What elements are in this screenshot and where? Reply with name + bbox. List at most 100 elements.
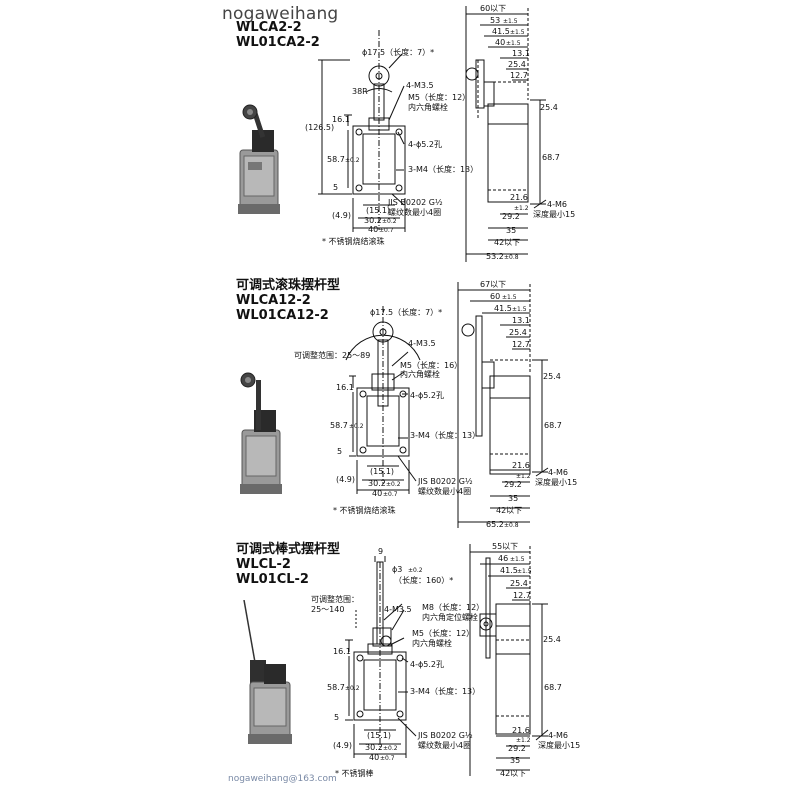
side-dim-j: 29.2 <box>502 212 520 221</box>
m6-label: 4-M6 <box>548 731 568 740</box>
model-line-2: WL01CA12-2 <box>236 308 329 323</box>
side-dim-l: 42以下 <box>496 506 522 515</box>
side-dim-h: 68.7 <box>542 153 560 162</box>
jis-sub-label: 螺纹数最小4圈 <box>418 486 471 496</box>
side-dim-b: 41.5 <box>492 27 510 36</box>
rod-tol: ±0.2 <box>408 567 423 574</box>
m4-label: 3-M4（长度：13） <box>410 686 480 696</box>
side-dim-g: 25.4 <box>543 372 561 381</box>
side-dim-l: 42以下 <box>500 769 526 778</box>
model-line-1: WLCA2-2 <box>236 20 302 35</box>
radius-label: 38R <box>352 87 368 96</box>
dim-16-1: 16.1 <box>333 647 351 656</box>
side-dim-b: 41.5 <box>500 566 518 575</box>
model-line-2: WL01CL-2 <box>236 572 309 587</box>
side-dim-h: 68.7 <box>544 683 562 692</box>
dim-30-2: 30.2 <box>365 743 383 752</box>
dim-58-7: 58.7 <box>327 683 345 692</box>
side-dim-c-tol: ±1.5 <box>506 40 521 47</box>
model-line-1: WLCA12-2 <box>236 293 311 308</box>
side-dim-f: 12.7 <box>512 340 530 349</box>
front-view-wlca12: ϕ17.5（长度：7）* 可调整范围：25～89 4-M3.5 M5（长度：16… <box>294 306 480 515</box>
tol-40: ±0.7 <box>379 227 394 234</box>
side-dim-top: 55以下 <box>492 542 518 551</box>
side-dim-d: 13.1 <box>512 49 530 58</box>
watermark-bottom: nogaweihang@163.com <box>228 774 337 784</box>
panel-title: 可调式滚珠摆杆型 WLCA12-2 WL01CA12-2 <box>236 278 340 323</box>
dim-9: 9 <box>378 547 383 556</box>
rod-note: ϕ3 <box>392 565 402 574</box>
m35-label: 4-M3.5 <box>406 81 434 90</box>
side-dim-a: 46 <box>498 554 508 563</box>
side-dim-m: 53.2 <box>486 252 504 261</box>
jis-label: JIS B0202 G½ <box>387 198 443 207</box>
dim-4-9: (4.9) <box>333 741 352 750</box>
side-dim-b-tol: ±1.5 <box>510 29 525 36</box>
side-dim-i-tol: ±1.2 <box>516 473 531 480</box>
side-dim-j: 29.2 <box>504 480 522 489</box>
front-view-wlca2: ϕ17.5（长度：7）* 38R 4-M3.5 M5（长度：12） 内六角螺栓 … <box>305 30 478 246</box>
side-dim-b-tol: ±1.5 <box>512 306 527 313</box>
side-dim-e: 25.4 <box>508 60 526 69</box>
footnote: * 不锈钢烧结滚珠 <box>322 236 385 246</box>
dim-5: 5 <box>333 183 338 192</box>
tol-30-2: ±0.2 <box>383 745 398 752</box>
m4-label: 3-M4（长度：13） <box>408 164 478 174</box>
adjust-range-value: 25～140 <box>311 605 344 614</box>
product-photo-wlca12 <box>240 372 282 494</box>
tol-58-7: ±0.2 <box>345 685 360 692</box>
side-dim-j: 29.2 <box>508 744 526 753</box>
m35-label: 4-M3.5 <box>408 339 436 348</box>
dim-58-7: 58.7 <box>327 155 345 164</box>
dim-16-1: 16.1 <box>332 115 350 124</box>
side-dim-a: 53 <box>490 16 500 25</box>
side-dim-i: 21.6 <box>512 461 530 470</box>
side-dim-l: 42以下 <box>494 238 520 247</box>
watermark-top: nogaweihang <box>222 4 339 24</box>
tol-58-7: ±0.2 <box>345 157 360 164</box>
dim-15-1: (15.1) <box>370 467 394 476</box>
adjust-range-label: 可调整范围：25～89 <box>294 350 370 360</box>
hole-label: 4-ϕ5.2孔 <box>410 660 444 669</box>
side-dim-top: 67以下 <box>480 280 506 289</box>
side-dim-g: 25.4 <box>540 103 558 112</box>
side-dim-a-tol: ±1.5 <box>510 556 525 563</box>
front-view-wlcl: 9 ϕ3 ±0.2 （长度：160）* 可调整范围： 25～140 4-M3.5… <box>311 547 484 778</box>
m5-sub-label: 内六角螺栓 <box>400 369 440 379</box>
side-dim-top: 60以下 <box>480 4 506 13</box>
dim-30-2: 30.2 <box>364 216 382 225</box>
side-dim-m: 65.2 <box>486 520 504 529</box>
panel-wlcl: 可调式棒式摆杆型 WLCL-2 WL01CL-2 <box>0 540 790 790</box>
side-dim-c: 40 <box>495 38 505 47</box>
dim-40: 40 <box>369 753 379 762</box>
m6-sub-label: 深度最小15 <box>533 209 575 219</box>
dim-5: 5 <box>334 713 339 722</box>
type-line: 可调式滚珠摆杆型 <box>236 278 341 293</box>
hole-label: 4-ϕ5.2孔 <box>410 391 444 400</box>
m6-label: 4-M6 <box>548 468 568 477</box>
m8-sub-label: 内六角定位螺栓 <box>422 612 478 622</box>
side-dim-k: 35 <box>510 756 520 765</box>
hole-label: 4-ϕ5.2孔 <box>408 140 442 149</box>
m6-label: 4-M6 <box>547 200 567 209</box>
side-dim-k: 35 <box>508 494 518 503</box>
dim-4-9: (4.9) <box>336 475 355 484</box>
model-line-1: WLCL-2 <box>236 557 291 572</box>
m6-sub-label: 深度最小15 <box>538 740 580 750</box>
m5-sub-label: 内六角螺栓 <box>408 102 448 112</box>
side-dim-i: 21.6 <box>512 726 530 735</box>
side-dim-d: 13.1 <box>512 316 530 325</box>
m5-label: M5（长度：16） <box>400 360 462 370</box>
side-dim-a: 60 <box>490 292 500 301</box>
side-dim-b-tol: ±1.5 <box>517 568 532 575</box>
dim-5: 5 <box>337 447 342 456</box>
side-dim-a-tol: ±1.5 <box>503 18 518 25</box>
product-photo-wlca2 <box>238 104 280 214</box>
type-line: 可调式棒式摆杆型 <box>236 542 341 557</box>
side-dim-i-tol: ±1.2 <box>516 737 531 744</box>
dim-16-1: 16.1 <box>336 383 354 392</box>
footnote: * 不锈钢烧结滚珠 <box>333 505 396 515</box>
dim-40: 40 <box>372 489 382 498</box>
side-view-wlcl: 55以下 46 ±1.5 41.5 ±1.5 25.4 12.7 25.4 68… <box>469 542 580 778</box>
jis-sub-label: 螺纹数最小4圈 <box>418 740 471 750</box>
